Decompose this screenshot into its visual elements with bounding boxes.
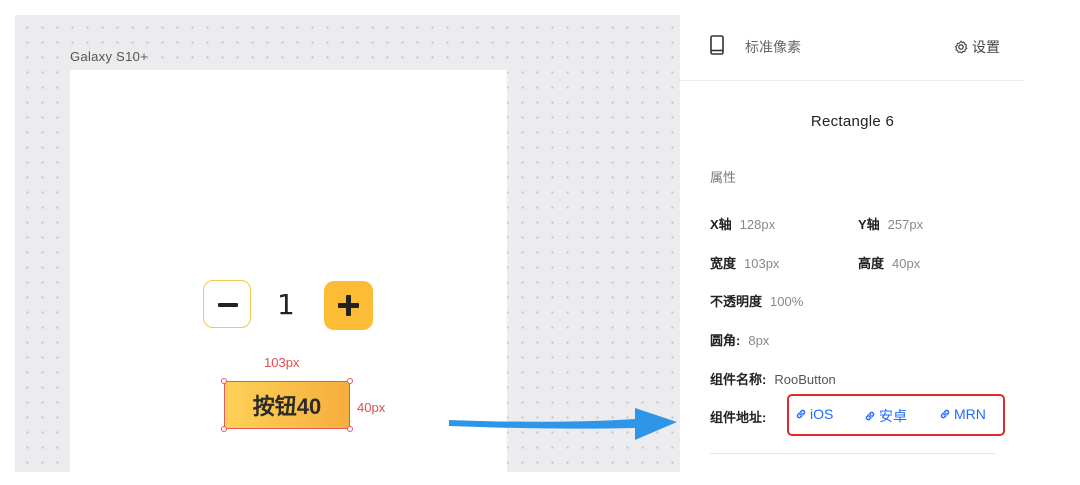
settings-label: 设置	[972, 39, 1000, 55]
prop-opacity: 不透明度 100%	[710, 291, 803, 310]
prop-height: 高度 40px	[858, 253, 920, 272]
selected-roo-button[interactable]: 按钮40	[224, 381, 350, 429]
phone-icon[interactable]	[710, 35, 724, 55]
link-mrn[interactable]: MRN	[939, 406, 986, 422]
design-canvas[interactable]: Galaxy S10+ 1 103px 按钮40 40px	[15, 15, 680, 472]
settings-button[interactable]: 设置	[954, 37, 1000, 57]
stepper-plus-button[interactable]	[324, 281, 373, 330]
resize-handle-tr[interactable]	[347, 378, 353, 384]
layer-name: Rectangle 6	[810, 113, 895, 130]
prop-height-key: 高度	[858, 256, 885, 271]
prop-opacity-key: 不透明度	[710, 294, 763, 309]
arrow-right-icon	[449, 408, 677, 440]
link-android-label: 安卓	[879, 408, 907, 424]
panel-bottom-divider	[710, 453, 995, 454]
prop-component-name: 组件名称: RooButton	[710, 369, 836, 388]
resize-handle-bl[interactable]	[221, 426, 227, 432]
link-mrn-label: MRN	[954, 406, 986, 422]
stepper-value: 1	[277, 288, 295, 321]
prop-x: X轴 128px	[710, 214, 775, 233]
stepper-minus-button[interactable]	[203, 280, 251, 328]
prop-y-key: Y轴	[858, 217, 880, 232]
prop-y-value: 257px	[887, 217, 924, 232]
prop-component-name-key: 组件名称:	[710, 372, 767, 387]
link-ios[interactable]: iOS	[795, 406, 833, 422]
plus-icon-vertical	[346, 295, 351, 316]
prop-radius-key: 圆角:	[710, 333, 741, 348]
prop-component-name-value: RooButton	[774, 372, 836, 387]
link-icon	[865, 411, 875, 421]
header-divider	[680, 80, 1025, 81]
minus-icon	[218, 303, 238, 307]
prop-width-value: 103px	[744, 256, 780, 271]
height-measure-label: 40px	[357, 400, 386, 415]
prop-width: 宽度 103px	[710, 253, 779, 272]
prop-radius-value: 8px	[748, 333, 770, 348]
component-links-highlight	[787, 394, 1005, 436]
resize-handle-br[interactable]	[347, 426, 353, 432]
prop-y: Y轴 257px	[858, 214, 923, 233]
width-measure-label: 103px	[264, 355, 300, 370]
prop-width-key: 宽度	[710, 256, 737, 271]
resize-handle-tl[interactable]	[221, 378, 227, 384]
link-android[interactable]: 安卓	[864, 406, 907, 426]
prop-component-url-key: 组件地址:	[710, 410, 767, 425]
link-ios-label: iOS	[810, 406, 834, 422]
prop-radius: 圆角: 8px	[710, 330, 769, 349]
properties-section-title: 属性	[710, 170, 737, 185]
pixel-mode-label[interactable]: 标准像素	[745, 39, 801, 55]
prop-x-key: X轴	[710, 217, 732, 232]
prop-opacity-value: 100%	[770, 294, 804, 309]
link-icon	[796, 409, 806, 419]
gear-icon	[954, 40, 968, 54]
link-icon	[940, 409, 950, 419]
prop-height-value: 40px	[892, 256, 921, 271]
prop-x-value: 128px	[739, 217, 776, 232]
device-label: Galaxy S10+	[70, 49, 149, 64]
prop-component-url: 组件地址:	[710, 407, 774, 426]
inspector-panel: 标准像素 设置 Rectangle 6 属性 X轴 128px Y轴 257px 宽…	[680, 15, 1025, 472]
